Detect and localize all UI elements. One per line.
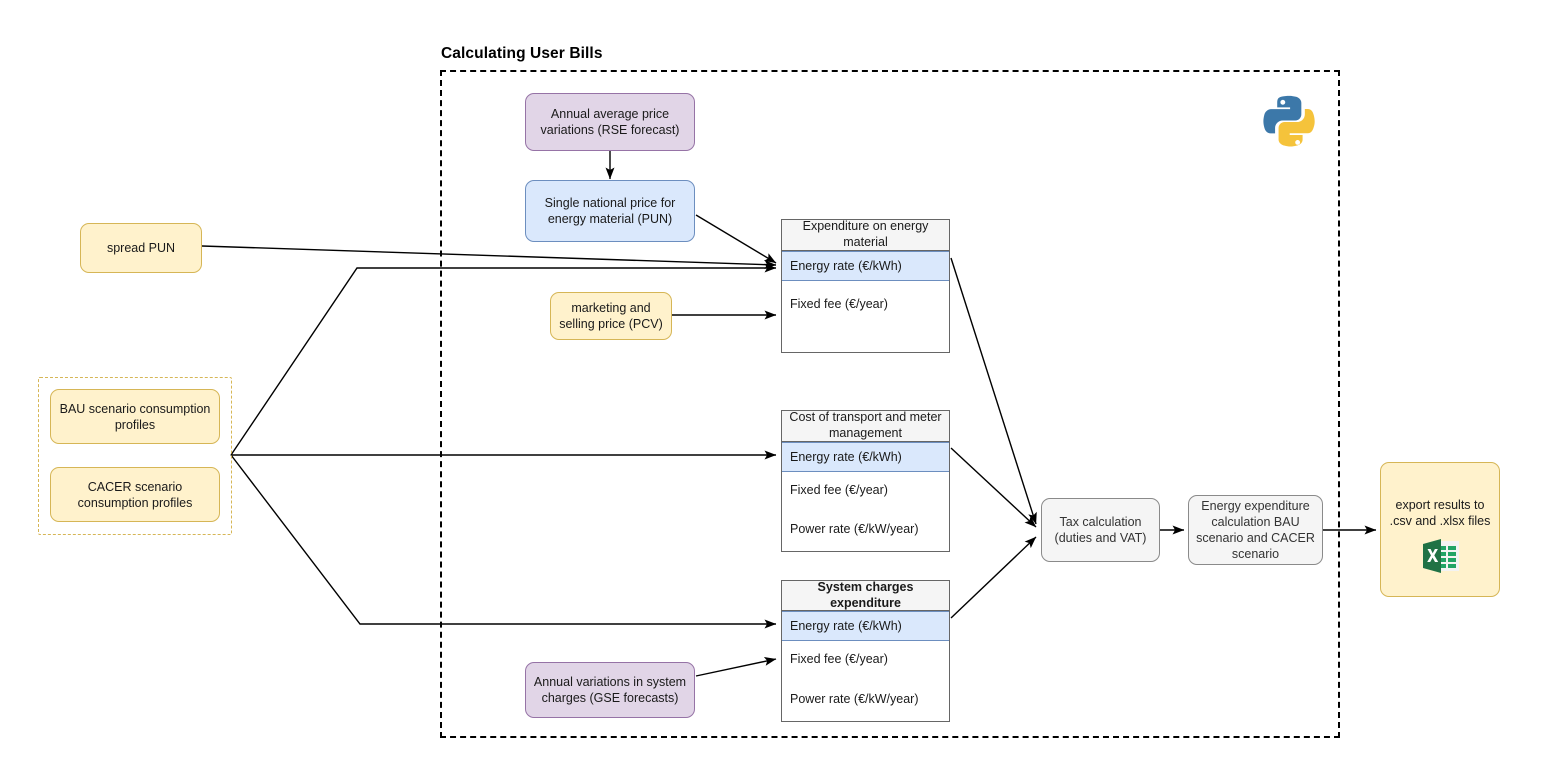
table-row[interactable]: Fixed fee (€/year) <box>790 297 888 311</box>
node-pun[interactable]: Single national price for energy materia… <box>525 180 695 242</box>
tax-line-2: (duties and VAT) <box>1054 531 1147 545</box>
tax-line-1: Tax calculation <box>1059 515 1142 529</box>
node-tax-calculation[interactable]: Tax calculation (duties and VAT) <box>1041 498 1160 562</box>
node-rse-forecast[interactable]: Annual average price variations (RSE for… <box>525 93 695 151</box>
table-row[interactable]: Power rate (€/kW/year) <box>790 522 919 536</box>
table-system-charges-expenditure: System charges expenditure Energy rate (… <box>781 580 950 722</box>
excel-file-icon <box>1421 538 1461 574</box>
table-row[interactable]: Energy rate (€/kWh) <box>782 611 949 641</box>
table-row[interactable]: Fixed fee (€/year) <box>790 482 888 497</box>
table-header: Expenditure on energy material <box>782 219 949 251</box>
table-row[interactable]: Energy rate (€/kWh) <box>782 442 949 472</box>
node-gse-forecast[interactable]: Annual variations in system charges (GSE… <box>525 662 695 718</box>
node-spread-pun[interactable]: spread PUN <box>80 223 202 273</box>
table-header: System charges expenditure <box>782 580 949 611</box>
python-logo-icon <box>1259 92 1321 154</box>
calculating-user-bills-container <box>440 70 1340 738</box>
table-header: Cost of transport and meter management <box>782 410 949 442</box>
consumption-profiles-group <box>38 377 232 535</box>
node-cacer-profiles[interactable]: CACER scenario consumption profiles <box>50 467 220 522</box>
node-bau-profiles[interactable]: BAU scenario consumption profiles <box>50 389 220 444</box>
table-row[interactable]: Energy rate (€/kWh) <box>782 251 949 281</box>
node-pcv[interactable]: marketing and selling price (PCV) <box>550 292 672 340</box>
node-energy-expenditure-calculation[interactable]: Energy expenditure calculation BAU scena… <box>1188 495 1323 565</box>
node-export-results[interactable]: export results to .csv and .xlsx files <box>1380 462 1500 597</box>
table-row[interactable]: Fixed fee (€/year) <box>790 652 888 666</box>
page-title: Calculating User Bills <box>441 45 603 62</box>
table-expenditure-on-energy-material: Expenditure on energy material Energy ra… <box>781 219 950 353</box>
table-cost-of-transport-and-meter-management: Cost of transport and meter management E… <box>781 410 950 552</box>
table-row[interactable]: Power rate (€/kW/year) <box>790 692 919 706</box>
